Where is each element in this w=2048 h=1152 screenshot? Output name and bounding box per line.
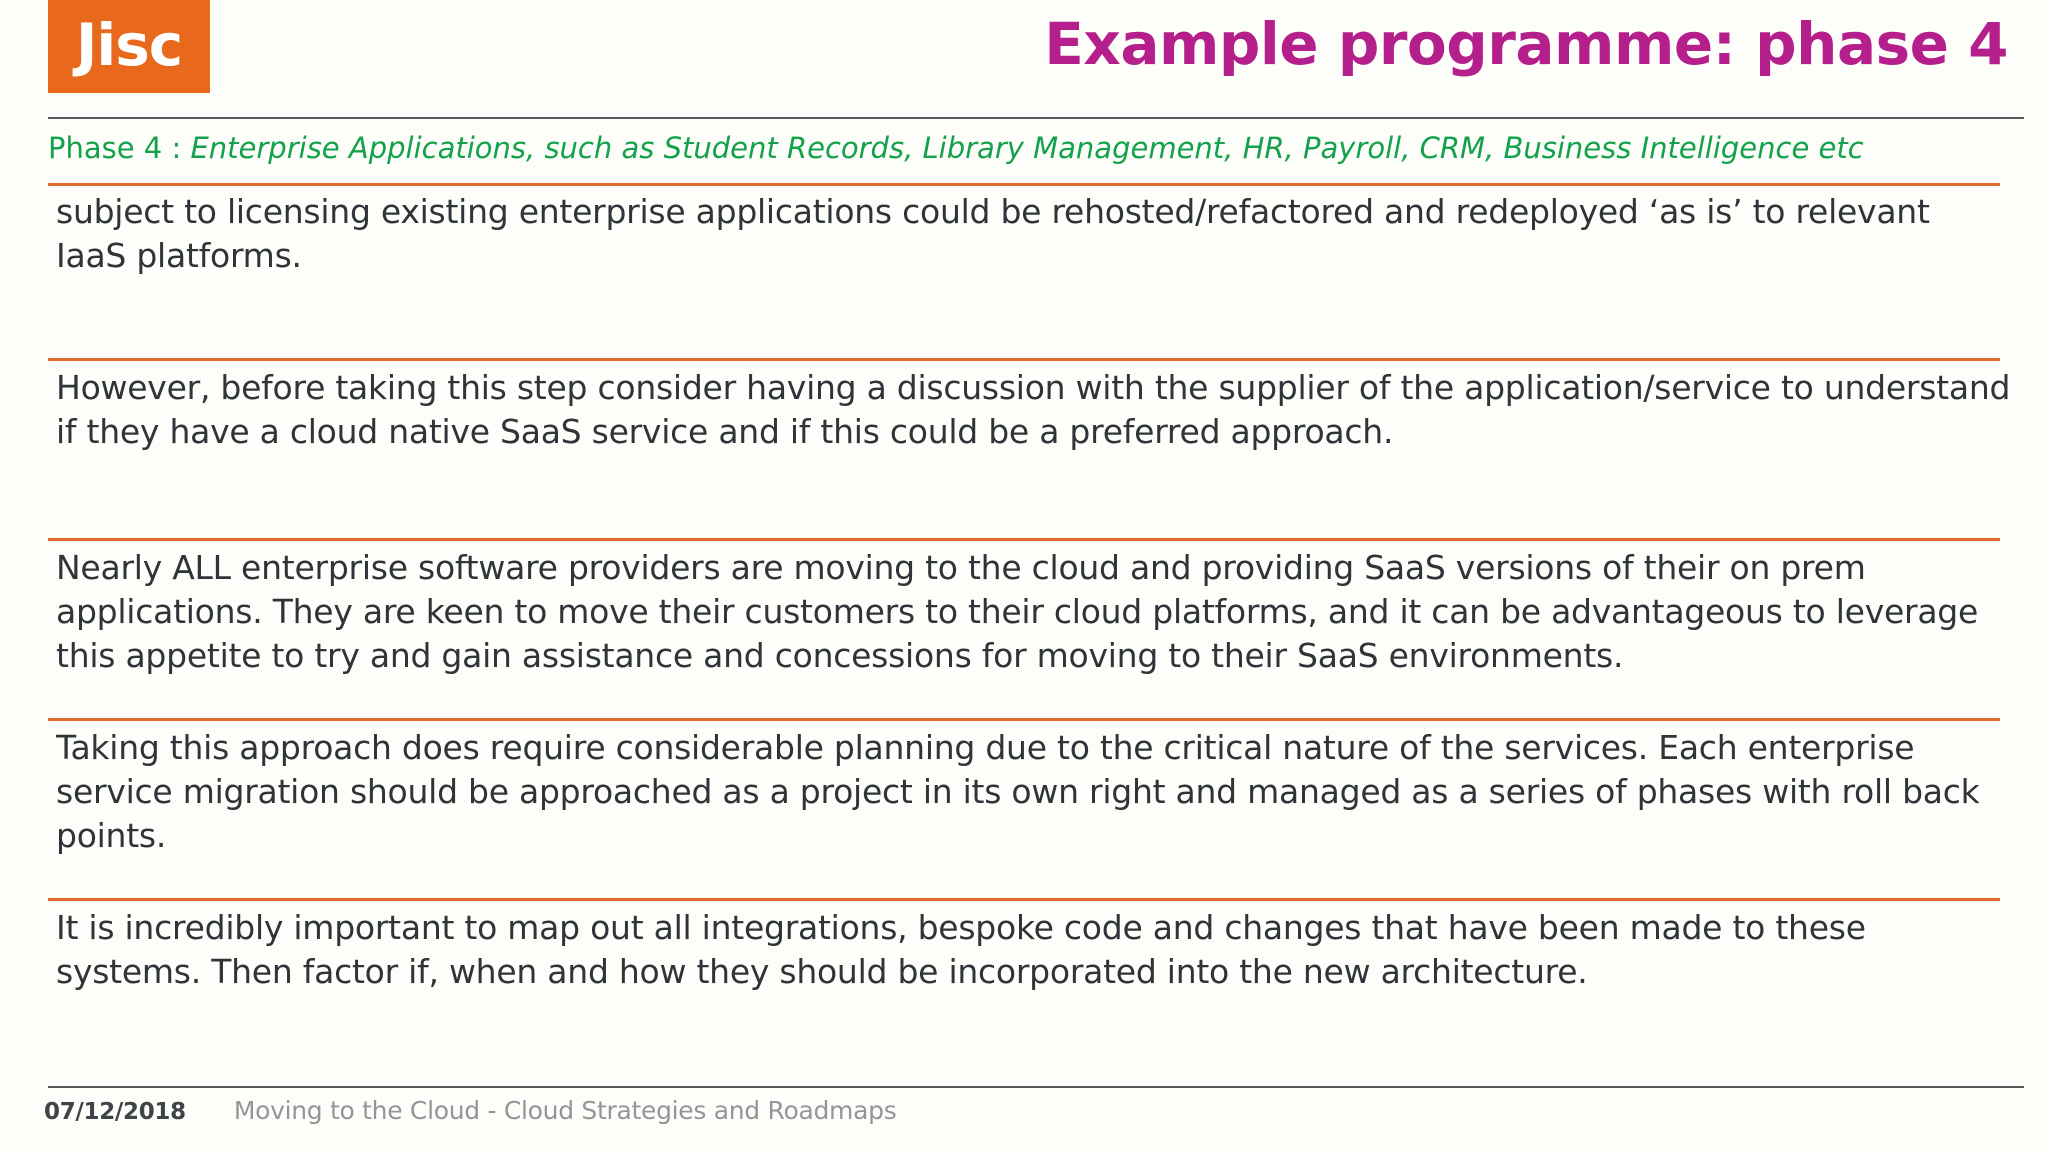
footer-divider bbox=[48, 1086, 2024, 1088]
paragraph-2: However, before taking this step conside… bbox=[56, 368, 2011, 451]
paragraph-1: subject to licensing existing enterprise… bbox=[56, 192, 1930, 275]
section-divider-1 bbox=[48, 183, 2000, 186]
subtitle-description: Enterprise Applications, such as Student… bbox=[190, 131, 1864, 165]
footer: 07/12/2018 Moving to the Cloud - Cloud S… bbox=[44, 1096, 897, 1125]
paragraph-4: Taking this approach does require consid… bbox=[56, 728, 1980, 855]
jisc-logo: Jisc bbox=[48, 0, 210, 93]
paragraph-5: It is incredibly important to map out al… bbox=[56, 908, 1866, 991]
subtitle-label: Phase 4 : bbox=[48, 131, 191, 165]
section-divider-2 bbox=[48, 358, 2000, 361]
footer-title: Moving to the Cloud - Cloud Strategies a… bbox=[233, 1096, 897, 1125]
section-divider-4 bbox=[48, 718, 2000, 721]
subtitle: Phase 4 : Enterprise Applications, such … bbox=[48, 128, 1864, 168]
section-divider-3 bbox=[48, 538, 2000, 541]
page-title: Example programme: phase 4 bbox=[1044, 10, 2008, 78]
jisc-logo-text: Jisc bbox=[75, 10, 183, 79]
footer-date: 07/12/2018 bbox=[44, 1099, 186, 1125]
section-divider-5 bbox=[48, 898, 2000, 901]
paragraph-3: Nearly ALL enterprise software providers… bbox=[56, 548, 1979, 675]
header-divider bbox=[48, 117, 2024, 119]
